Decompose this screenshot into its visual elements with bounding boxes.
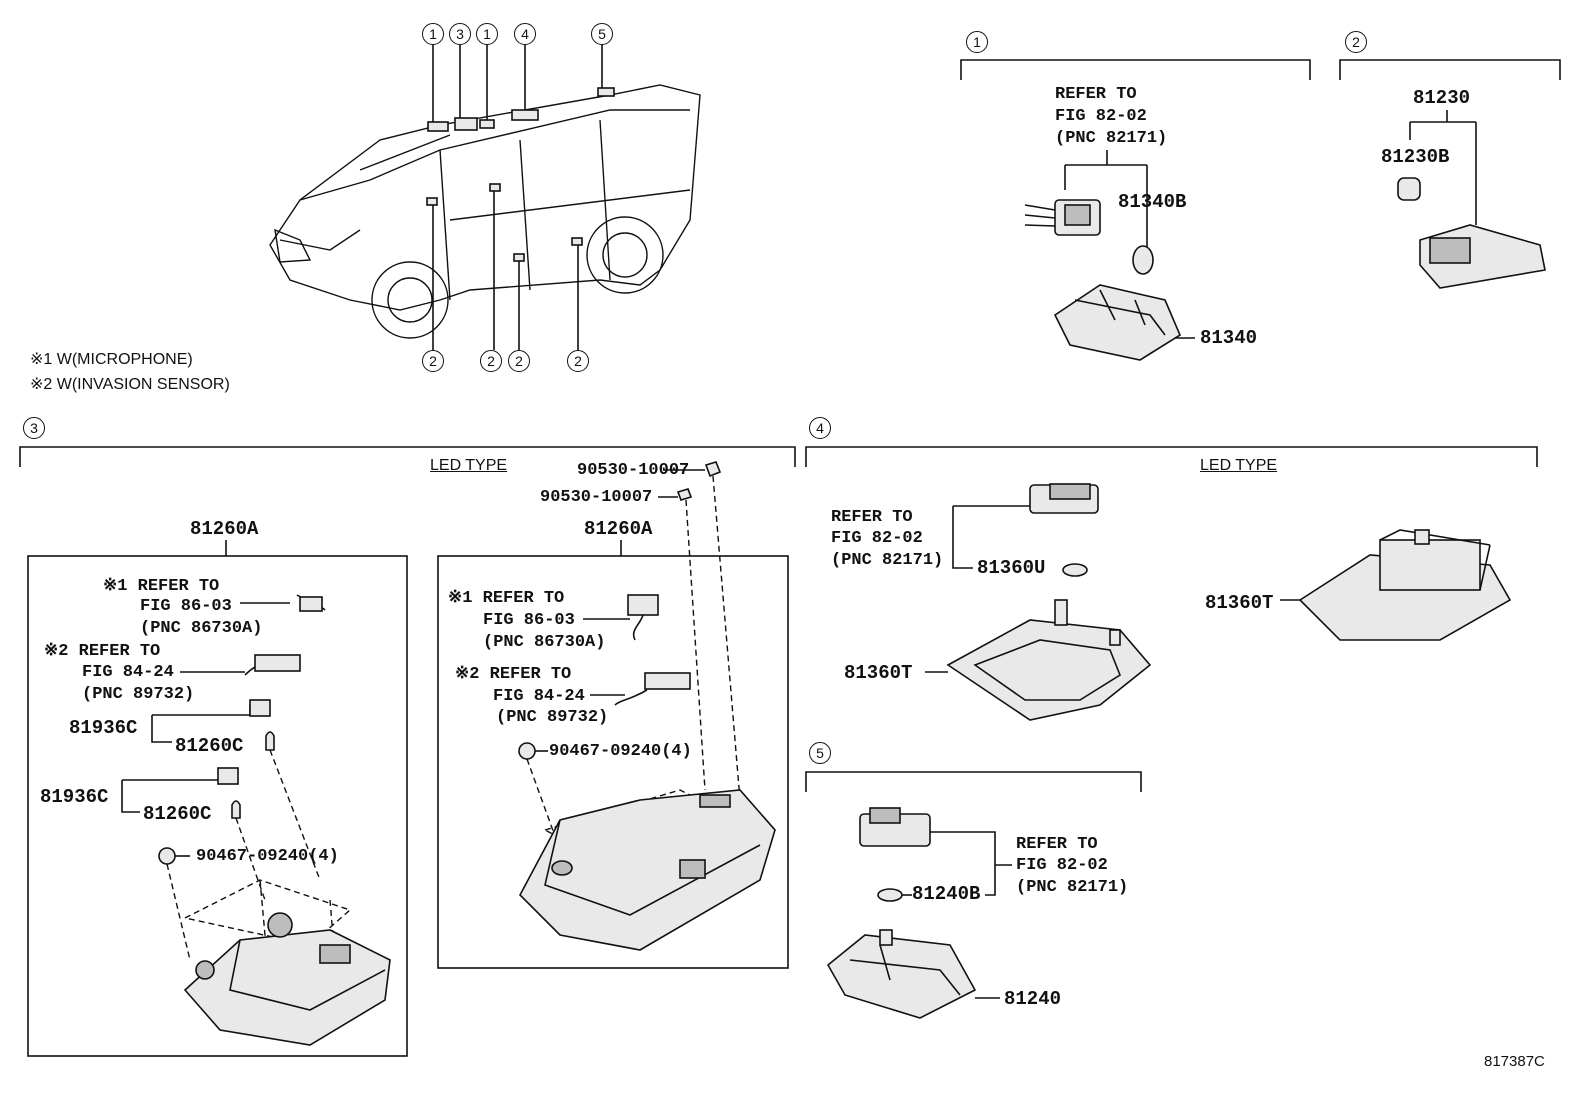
part-number-81936c[interactable]: 81936C (69, 717, 138, 739)
ref-invasion-sensor-label: ※2 REFER TO (44, 642, 161, 661)
refer-pnc-label[interactable]: (PNC 82171) (1055, 129, 1168, 148)
callout-5: 5 (591, 23, 613, 45)
bulb-81230b (1397, 177, 1421, 201)
assembly-box-right (437, 555, 789, 969)
part-number-81360t[interactable]: 81360T (1205, 592, 1274, 614)
part-number-81230[interactable]: 81230 (1413, 87, 1471, 109)
ref-microphone-label: ※1 REFER TO (103, 577, 220, 596)
part-number-81230b[interactable]: 81230B (1381, 146, 1450, 168)
overhead-console-standard-right (519, 789, 776, 951)
ref-pnc-89732[interactable]: (PNC 89732) (496, 708, 609, 727)
part-number-81260c[interactable]: 81260C (175, 735, 244, 757)
callout-2: 2 (480, 350, 502, 372)
part-number-81936c[interactable]: 81936C (40, 786, 109, 808)
callout-2: 2 (508, 350, 530, 372)
note-microphone: ※1 W(MICROPHONE) (30, 351, 193, 368)
part-number-90530-10007[interactable]: 90530-10007 (540, 488, 653, 507)
lamp-81230 (1419, 224, 1546, 289)
dome-lamp-81240 (826, 929, 977, 1019)
part-number-90467-09240[interactable]: 90467-09240(4) (549, 742, 692, 761)
section-callout-5: 5 (809, 742, 831, 764)
overhead-console-led-left (183, 912, 391, 1046)
part-number-90467-09240[interactable]: 90467-09240(4) (196, 847, 339, 866)
callout-2: 2 (422, 350, 444, 372)
section-callout-4: 4 (809, 417, 831, 439)
note-invasion-sensor: ※2 W(INVASION SENSOR) (30, 376, 230, 393)
refer-fig-link[interactable]: FIG 82-02 (831, 529, 923, 548)
part-number-81340[interactable]: 81340 (1200, 327, 1258, 349)
part-number-81260c[interactable]: 81260C (143, 803, 212, 825)
connector-81340b-socket (1024, 199, 1101, 236)
part-number-81340b[interactable]: 81340B (1118, 191, 1187, 213)
led-type-label: LED TYPE (430, 457, 508, 474)
section-callout-2: 2 (1345, 31, 1367, 53)
callout-1: 1 (476, 23, 498, 45)
refer-pnc-label[interactable]: (PNC 82171) (831, 551, 944, 570)
refer-to-label[interactable]: REFER TO (831, 508, 913, 527)
assembly-box-left (27, 555, 408, 1057)
section-callout-3: 3 (23, 417, 45, 439)
overhead-module-81360t-b (1298, 529, 1512, 641)
refer-to-label[interactable]: REFER TO (1016, 835, 1098, 854)
ref-pnc-89732[interactable]: (PNC 89732) (82, 685, 195, 704)
ref-fig-86-03-link[interactable]: FIG 86-03 (483, 611, 575, 630)
ref-invasion-sensor-label: ※2 REFER TO (455, 665, 572, 684)
refer-fig-link[interactable]: FIG 82-02 (1055, 107, 1147, 126)
part-number-81240[interactable]: 81240 (1004, 988, 1062, 1010)
callout-3: 3 (449, 23, 471, 45)
part-number-81260a-left[interactable]: 81260A (190, 518, 259, 540)
callout-2: 2 (567, 350, 589, 372)
ref-microphone-label: ※1 REFER TO (448, 589, 565, 608)
dome-lamp-81340 (1053, 284, 1182, 361)
refer-pnc-label[interactable]: (PNC 82171) (1016, 878, 1129, 897)
callout-1: 1 (422, 23, 444, 45)
ref-pnc-86730a[interactable]: (PNC 86730A) (483, 633, 606, 652)
part-number-81260a-right[interactable]: 81260A (584, 518, 653, 540)
ref-fig-86-03-link[interactable]: FIG 86-03 (140, 597, 232, 616)
overhead-module-81360t-a (946, 599, 1152, 721)
part-number-81240b[interactable]: 81240B (912, 883, 981, 905)
led-type-label: LED TYPE (1200, 457, 1278, 474)
ref-fig-84-24-link[interactable]: FIG 84-24 (82, 663, 174, 682)
part-number-90530-10007[interactable]: 90530-10007 (577, 461, 690, 480)
vehicle-illustration (269, 45, 701, 350)
ref-fig-84-24-link[interactable]: FIG 84-24 (493, 687, 585, 706)
section-callout-1: 1 (966, 31, 988, 53)
refer-to-label[interactable]: REFER TO (1055, 85, 1137, 104)
ref-pnc-86730a[interactable]: (PNC 86730A) (140, 619, 263, 638)
refer-fig-link[interactable]: FIG 82-02 (1016, 856, 1108, 875)
callout-4: 4 (514, 23, 536, 45)
part-number-81360u[interactable]: 81360U (977, 557, 1046, 579)
part-number-81360t[interactable]: 81360T (844, 662, 913, 684)
diagram-id: 817387C (1484, 1053, 1545, 1070)
